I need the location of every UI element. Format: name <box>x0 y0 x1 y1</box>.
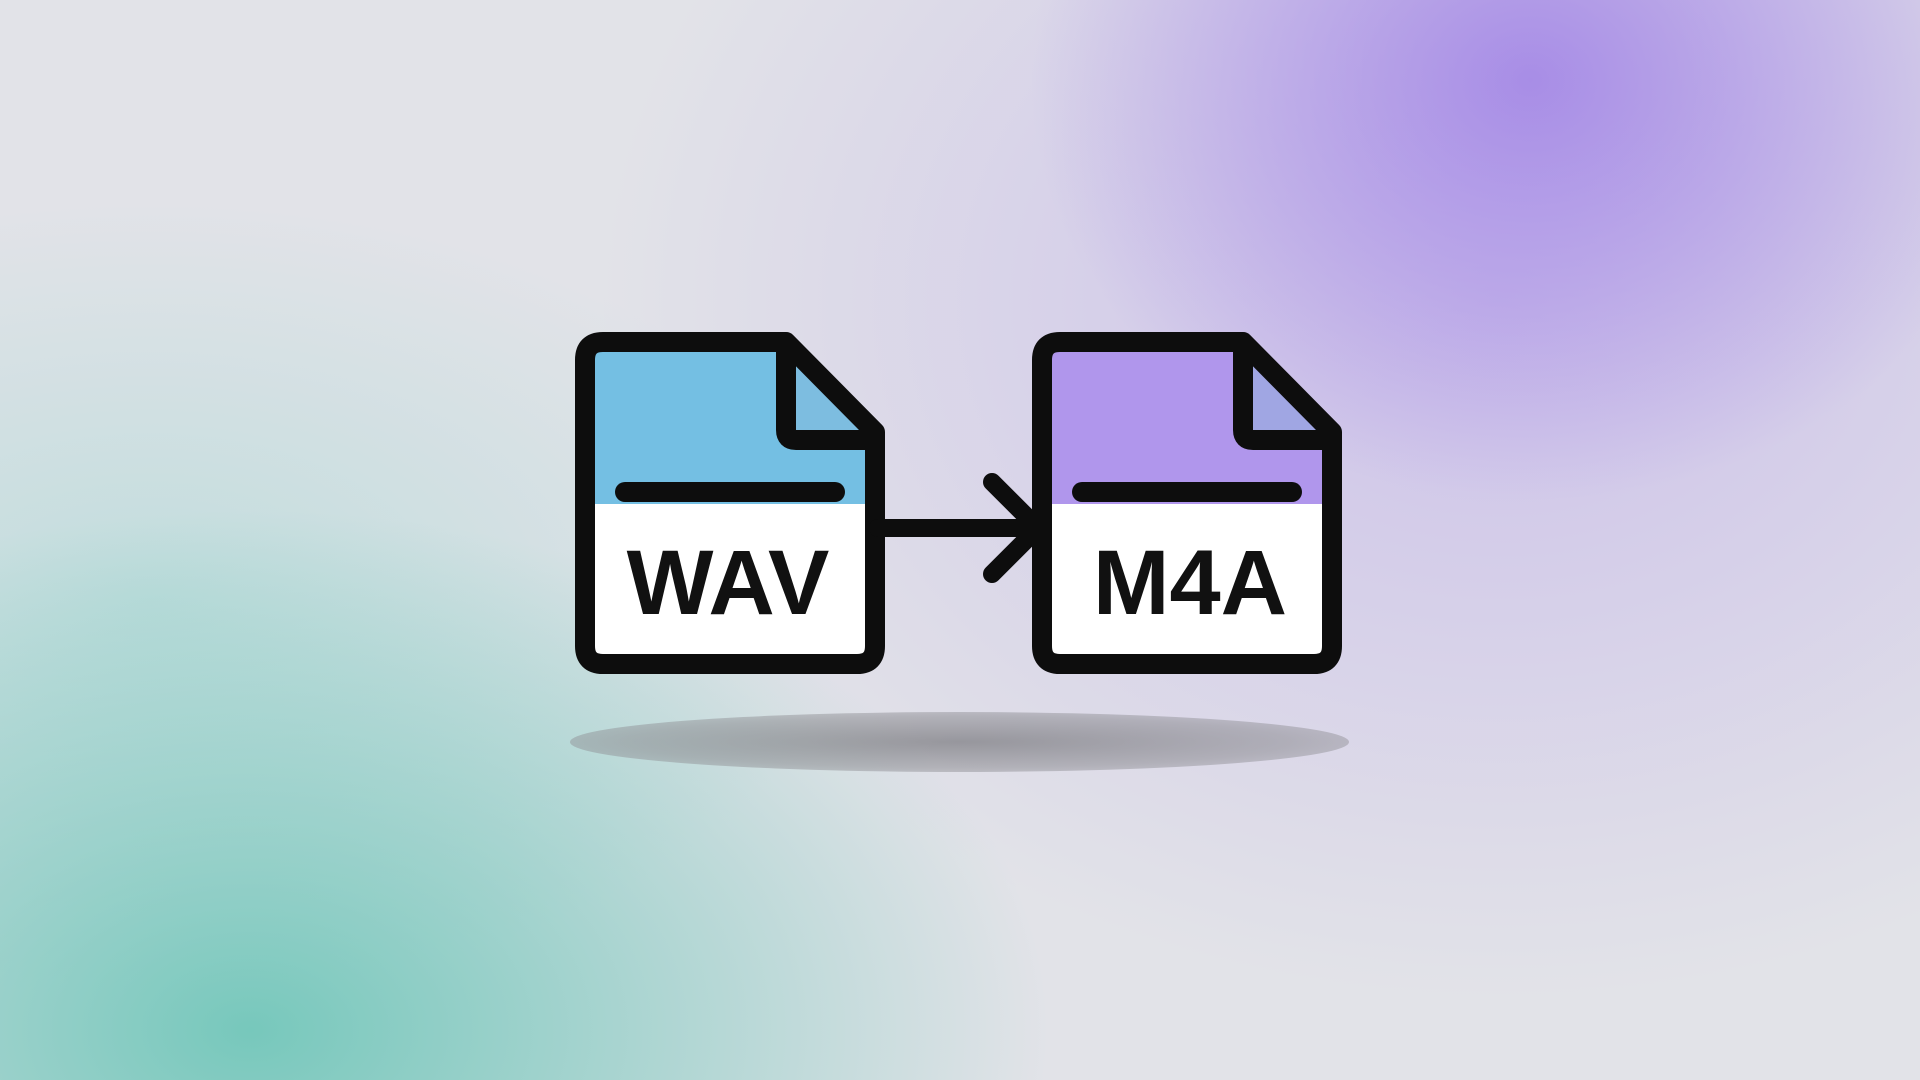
wav-file-icon: WAV <box>573 330 889 678</box>
drop-shadow <box>570 712 1349 772</box>
target-format-label: M4A <box>1093 532 1287 634</box>
m4a-file-icon: M4A <box>1030 330 1346 678</box>
arrow-right-icon <box>870 473 1047 583</box>
source-format-label: WAV <box>627 532 830 634</box>
